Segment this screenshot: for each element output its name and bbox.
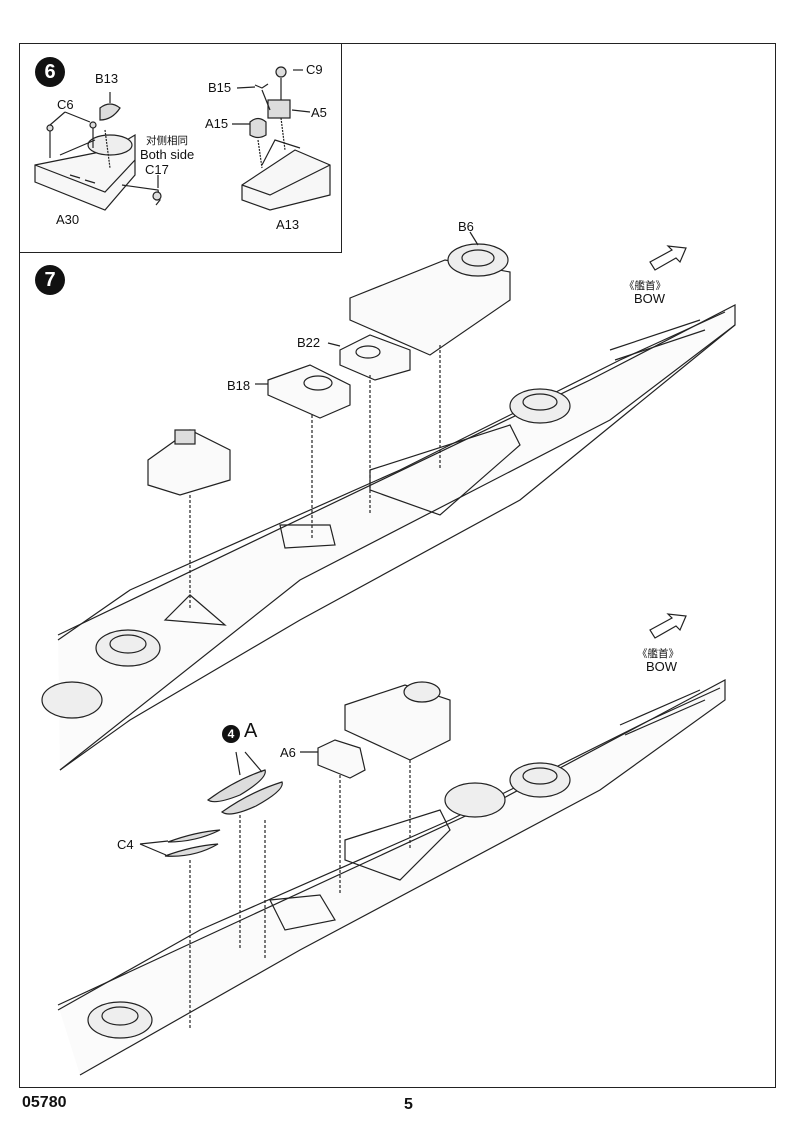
label-a15: A15	[205, 116, 229, 131]
c4-part-2	[164, 843, 219, 857]
page-frame	[19, 43, 776, 1088]
step-6-badge: 6	[35, 57, 65, 87]
label-c17: C17	[145, 162, 169, 177]
b6-part-drawing	[349, 259, 511, 356]
a6-part-drawing	[317, 739, 366, 779]
step-7-badge: 7	[35, 265, 65, 295]
label-b13: B13	[95, 71, 119, 86]
product-code: 05780	[22, 1094, 67, 1111]
turret-base-part-drawing	[344, 684, 451, 761]
label-c9: C9	[306, 62, 323, 77]
bow-label-cn-2: 《艦首》	[637, 648, 679, 660]
boat-part-2	[220, 781, 283, 815]
boat-part-1	[206, 769, 266, 803]
label-b22: B22	[297, 335, 321, 350]
bow-label-2: BOW	[646, 659, 678, 674]
bow-arrow-icon-2	[649, 613, 687, 639]
label-c4: C4	[117, 837, 134, 852]
lower-hull-drawing	[57, 679, 726, 1076]
sub-step-4-badge: 4	[222, 725, 240, 743]
bow-label-cn: 《艦首》	[624, 280, 666, 292]
label-c6: C6	[57, 97, 74, 112]
label-a13: A13	[276, 217, 300, 232]
b13-part-drawing	[99, 103, 121, 121]
label-a5: A5	[311, 105, 327, 120]
step-6-panel	[19, 43, 342, 253]
a30-part-drawing	[34, 133, 136, 211]
note-both-side-cn: 对侧相同	[146, 135, 188, 147]
label-b18: B18	[227, 378, 251, 393]
label-a6: A6	[280, 745, 296, 760]
label-a30: A30	[56, 212, 80, 227]
label-b6: B6	[458, 219, 474, 234]
upper-hull-drawing	[41, 304, 736, 771]
a13-part-drawing	[232, 66, 331, 211]
bow-arrow-icon	[649, 245, 687, 271]
label-a-boat: A	[244, 720, 258, 742]
bow-label: BOW	[634, 291, 666, 306]
label-b15: B15	[208, 80, 232, 95]
b18-part-drawing	[267, 364, 351, 419]
page-number: 5	[404, 1096, 413, 1113]
note-both-side: Both side	[140, 147, 195, 162]
c4-part-1	[167, 829, 221, 843]
